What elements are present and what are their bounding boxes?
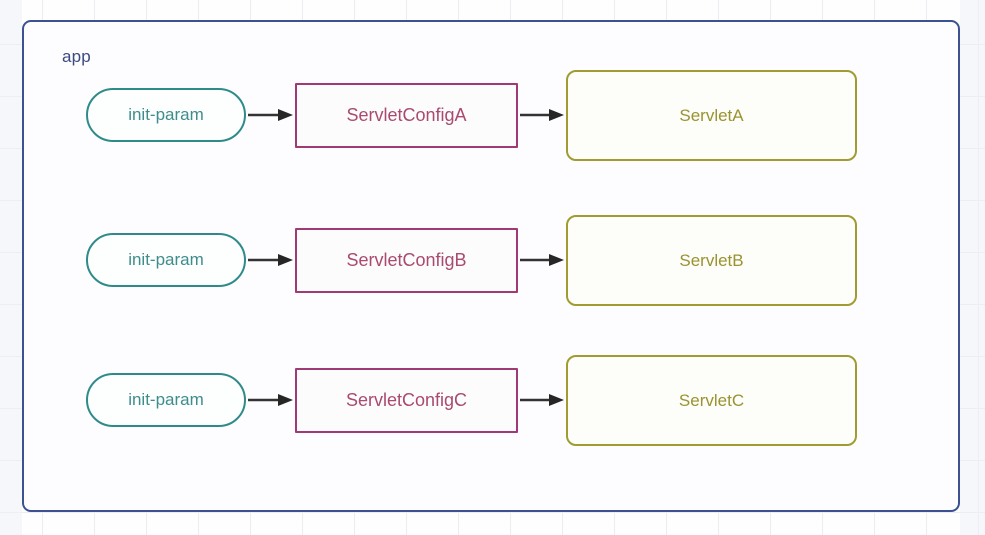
node-servlet-config-label: ServletConfigB [346, 250, 467, 270]
node-init-param[interactable]: init-param [86, 373, 246, 427]
node-init-param-label: init-param [128, 105, 204, 124]
node-servlet-config-label: ServletConfigA [346, 105, 467, 125]
node-init-param-label: init-param [128, 250, 204, 269]
diagram-row: init-param ServletConfigB ServletB [0, 211, 985, 311]
node-servlet-label: ServletC [678, 390, 745, 410]
node-servlet-label: ServletB [679, 250, 744, 270]
arrow-initparam-to-config [248, 253, 294, 267]
node-init-param-label: init-param [128, 390, 204, 409]
node-servlet-config[interactable]: ServletConfigA [295, 83, 518, 148]
arrow-initparam-to-config [248, 393, 294, 407]
diagram-row: init-param ServletConfigA ServletA [0, 66, 985, 166]
arrow-initparam-to-config [248, 108, 294, 122]
node-servlet-config-label: ServletConfigC [345, 390, 468, 410]
node-servlet-config[interactable]: ServletConfigB [295, 228, 518, 293]
app-container-label: app [62, 47, 91, 66]
arrow-config-to-servlet [520, 393, 565, 407]
arrow-config-to-servlet [520, 108, 565, 122]
node-servlet-label: ServletA [679, 105, 744, 125]
diagram-row: init-param ServletConfigC ServletC [0, 351, 985, 451]
node-init-param[interactable]: init-param [86, 233, 246, 287]
node-servlet[interactable]: ServletB [566, 215, 857, 306]
node-init-param[interactable]: init-param [86, 88, 246, 142]
node-servlet[interactable]: ServletC [566, 355, 857, 446]
node-servlet-config[interactable]: ServletConfigC [295, 368, 518, 433]
arrow-config-to-servlet [520, 253, 565, 267]
node-servlet[interactable]: ServletA [566, 70, 857, 161]
